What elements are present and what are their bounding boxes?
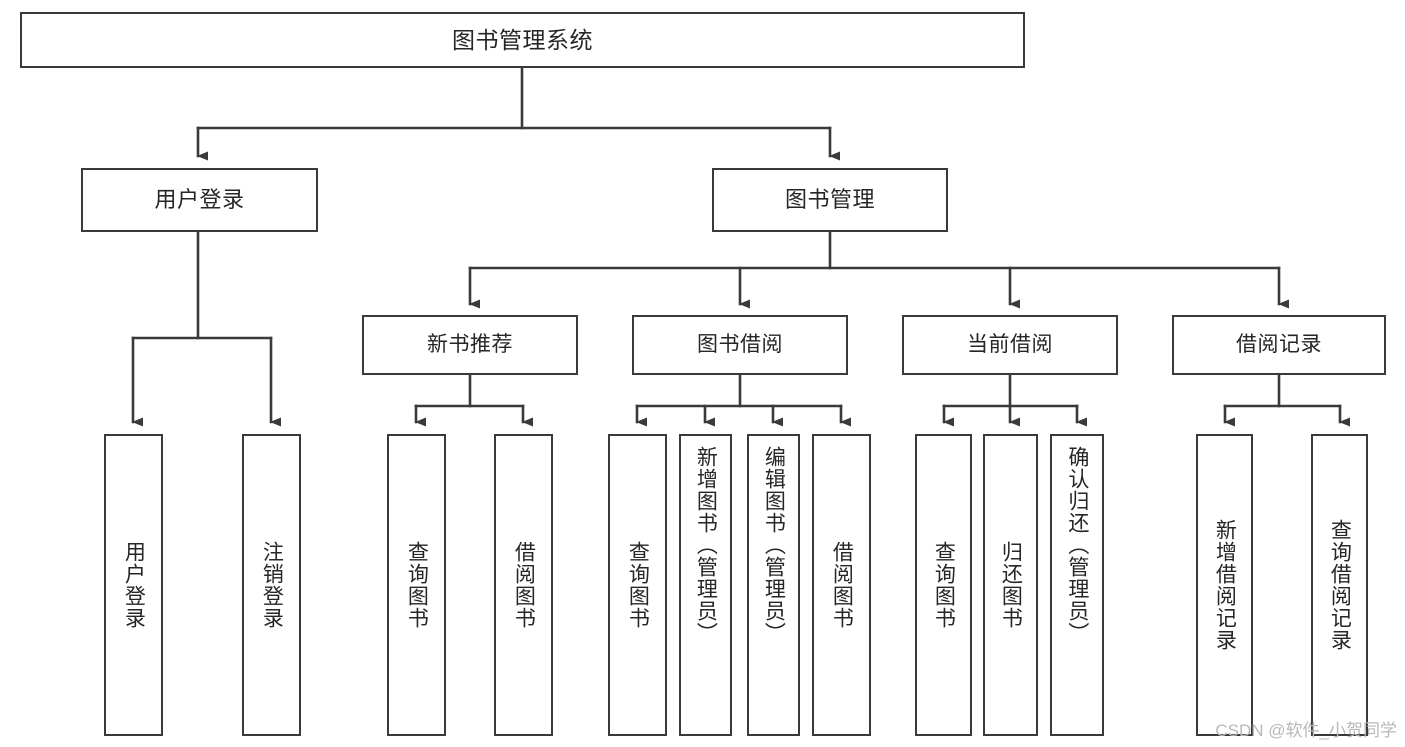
leaf-user-login-logout-label: 注销登录	[260, 541, 284, 629]
leaf-current-query-book[interactable]: 查询图书	[915, 434, 972, 736]
leaf-borrow-add-book-admin-label: 新增图书（管理员）	[694, 446, 718, 644]
node-current-borrow[interactable]: 当前借阅	[902, 315, 1118, 375]
leaf-user-login-logout[interactable]: 注销登录	[242, 434, 301, 736]
node-user-login-label: 用户登录	[154, 187, 245, 213]
node-root-book-management-system[interactable]: 图书管理系统	[20, 12, 1025, 68]
leaf-current-confirm-return-admin-label: 确认归还（管理员）	[1065, 446, 1089, 644]
leaf-user-login-login-label: 用户登录	[122, 541, 146, 629]
node-borrow-record[interactable]: 借阅记录	[1172, 315, 1386, 375]
leaf-current-return-book-label: 归还图书	[999, 541, 1023, 629]
leaf-record-add-borrow-record-label: 新增借阅记录	[1213, 519, 1237, 651]
leaf-borrow-borrow-book-label: 借阅图书	[830, 541, 854, 629]
leaf-current-query-book-label: 查询图书	[932, 541, 956, 629]
node-new-book-recommend[interactable]: 新书推荐	[362, 315, 578, 375]
leaf-newbook-borrow-book[interactable]: 借阅图书	[494, 434, 553, 736]
leaf-borrow-query-book[interactable]: 查询图书	[608, 434, 667, 736]
leaf-borrow-edit-book-admin[interactable]: 编辑图书（管理员）	[747, 434, 800, 736]
node-current-borrow-label: 当前借阅	[967, 332, 1053, 356]
node-new-book-recommend-label: 新书推荐	[427, 332, 513, 356]
leaf-borrow-edit-book-admin-label: 编辑图书（管理员）	[762, 446, 786, 644]
leaf-record-query-borrow-record-label: 查询借阅记录	[1328, 519, 1352, 651]
node-borrow-record-label: 借阅记录	[1236, 332, 1322, 356]
leaf-current-confirm-return-admin[interactable]: 确认归还（管理员）	[1050, 434, 1104, 736]
leaf-current-return-book[interactable]: 归还图书	[983, 434, 1038, 736]
node-user-login[interactable]: 用户登录	[81, 168, 318, 232]
leaf-newbook-borrow-book-label: 借阅图书	[512, 541, 536, 629]
node-book-management-label: 图书管理	[784, 187, 875, 213]
node-book-borrow[interactable]: 图书借阅	[632, 315, 848, 375]
leaf-newbook-query-book[interactable]: 查询图书	[387, 434, 446, 736]
node-root-label: 图书管理系统	[452, 26, 593, 53]
leaf-newbook-query-book-label: 查询图书	[405, 541, 429, 629]
leaf-record-add-borrow-record[interactable]: 新增借阅记录	[1196, 434, 1253, 736]
leaf-borrow-borrow-book[interactable]: 借阅图书	[812, 434, 871, 736]
node-book-borrow-label: 图书借阅	[697, 332, 783, 356]
leaf-record-query-borrow-record[interactable]: 查询借阅记录	[1311, 434, 1368, 736]
leaf-user-login-login[interactable]: 用户登录	[104, 434, 163, 736]
leaf-borrow-add-book-admin[interactable]: 新增图书（管理员）	[679, 434, 732, 736]
node-book-management[interactable]: 图书管理	[712, 168, 948, 232]
leaf-borrow-query-book-label: 查询图书	[626, 541, 650, 629]
